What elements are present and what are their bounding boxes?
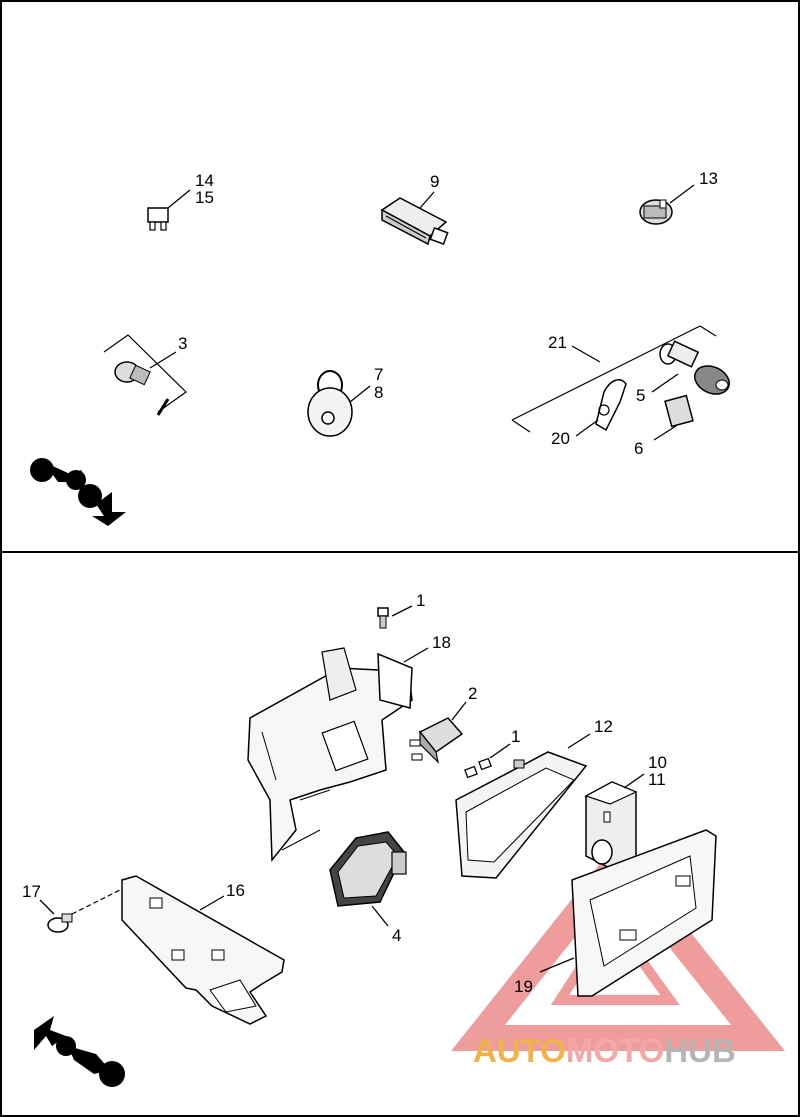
callout-5: 5 <box>636 386 645 405</box>
callout-2: 2 <box>468 684 477 703</box>
callout-14: 14 <box>195 171 214 190</box>
part-bolt-top <box>377 605 413 629</box>
callout-20: 20 <box>551 429 570 448</box>
part-ecu-module <box>329 831 407 927</box>
watermark-auto: AUTO <box>473 1032 566 1069</box>
part-base-plate <box>121 875 285 1025</box>
callout-13: 13 <box>699 169 718 188</box>
motorcycle-rearward-icon <box>34 1016 125 1087</box>
callout-7: 7 <box>374 365 383 384</box>
callout-6: 6 <box>634 439 643 458</box>
part-key-fob <box>307 370 371 437</box>
callout-1-top: 1 <box>416 591 425 610</box>
callout-15: 15 <box>195 188 214 207</box>
callout-19: 19 <box>514 977 533 996</box>
part-plug-connector <box>380 191 449 246</box>
callout-18: 18 <box>432 633 451 652</box>
callout-12: 12 <box>594 717 613 736</box>
watermark-brand: AUTOMOTOHUB <box>473 1032 736 1072</box>
callout-3: 3 <box>178 334 187 353</box>
callout-17: 17 <box>22 882 41 901</box>
watermark-hub: HUB <box>664 1032 736 1069</box>
callout-21: 21 <box>548 333 567 352</box>
part-control-module <box>455 733 591 879</box>
part-fuse <box>147 189 191 231</box>
callout-1-pair: 1 <box>511 727 520 746</box>
callout-4: 4 <box>392 926 401 945</box>
callout-11: 11 <box>648 770 666 789</box>
callout-9: 9 <box>430 172 439 191</box>
motorcycle-forward-icon <box>30 458 126 526</box>
part-push-clip <box>39 885 129 933</box>
part-lock-group <box>511 325 730 441</box>
part-siren-module <box>584 773 645 869</box>
callout-10: 10 <box>648 753 667 772</box>
part-pressure-switch <box>639 184 695 225</box>
callout-8: 8 <box>374 383 383 402</box>
part-tray-bracket <box>539 829 717 997</box>
part-connector <box>409 701 467 764</box>
watermark-moto: MOTO <box>565 1032 665 1069</box>
callout-16: 16 <box>226 881 245 900</box>
part-bolt-pair <box>464 743 511 779</box>
part-mounting-bracket <box>247 647 429 863</box>
part-neutral-switch <box>103 334 187 416</box>
